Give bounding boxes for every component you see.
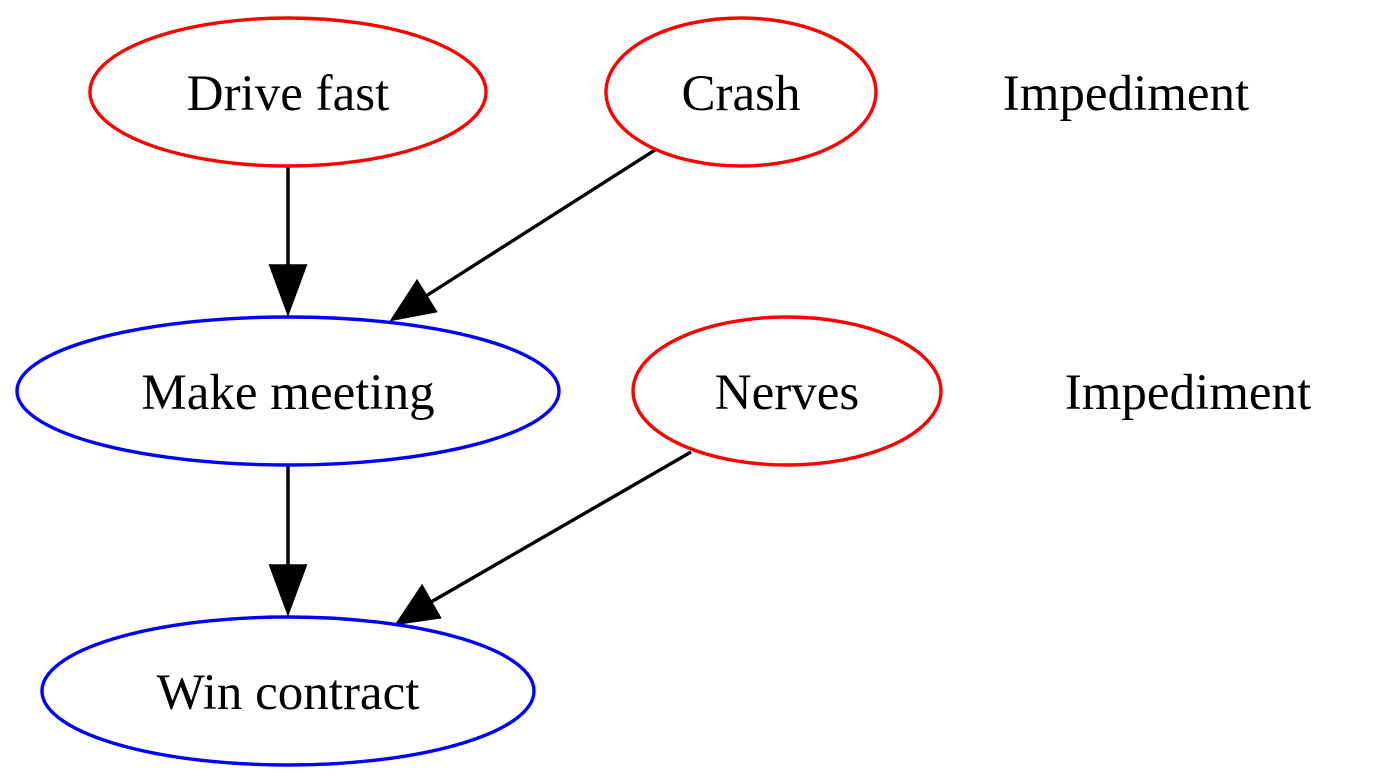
node-win-contract: Win contract — [40, 615, 536, 767]
node-make-meeting-label: Make meeting — [141, 365, 434, 421]
edge-make-meeting-to-win-contract — [268, 466, 308, 617]
node-make-meeting-outline — [15, 315, 561, 467]
edges — [268, 148, 692, 626]
node-crash-outline — [604, 16, 878, 168]
node-crash: Crash — [604, 16, 878, 168]
node-crash-label: Crash — [682, 66, 801, 122]
node-win-contract-label: Win contract — [157, 665, 420, 721]
node-nerves-label: Nerves — [715, 365, 859, 421]
edge-crash-to-make-meeting — [389, 148, 656, 322]
node-drive-fast-outline — [88, 16, 488, 168]
node-nerves: Nerves — [631, 315, 943, 467]
node-make-meeting: Make meeting — [15, 315, 561, 467]
row-label-impediment-middle: Impediment — [1065, 365, 1311, 421]
edge-nerves-to-win-contract — [394, 450, 692, 626]
node-drive-fast-label: Drive fast — [187, 66, 390, 122]
node-drive-fast: Drive fast — [88, 16, 488, 168]
node-win-contract-outline — [40, 615, 536, 767]
row-label-impediment-top: Impediment — [1003, 66, 1249, 122]
edge-drive-fast-to-make-meeting — [268, 167, 308, 317]
node-nerves-outline — [631, 315, 943, 467]
